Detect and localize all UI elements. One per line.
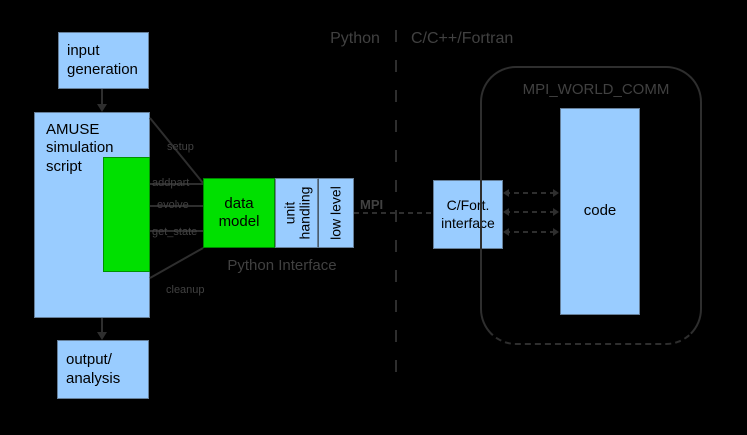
call-line-evolve: [150, 205, 203, 207]
code-box: code: [560, 108, 640, 315]
mpi-label: MPI: [360, 197, 384, 212]
arrow-right-icon: [553, 189, 559, 197]
language-boundary-dashed-line: [395, 30, 397, 380]
amuse-script-label: AMUSE simulation script: [46, 121, 114, 175]
call-label-setup: setup: [167, 141, 194, 153]
input-generation-label: input generation: [67, 42, 138, 78]
low-level-box: low level: [318, 178, 354, 248]
data-model-label: data model: [218, 194, 260, 230]
mpi-comm-arrow-line: [505, 211, 558, 213]
c-fort-interface-label: C/Fort. interface: [441, 197, 495, 231]
amuse-script-box: AMUSE simulation script: [34, 112, 150, 318]
unit-handling-box: unit handling: [275, 178, 318, 248]
arrow-left-icon: [503, 189, 509, 197]
c-fortran-column-header: C/C++/Fortran: [411, 30, 514, 47]
code-label: code: [583, 202, 617, 220]
unit-handling-label: unit handling: [280, 186, 312, 240]
mpi-world-comm-label: MPI_WORLD_COMM: [522, 81, 670, 98]
arrow-right-icon: [553, 228, 559, 236]
data-model-box: data model: [203, 178, 275, 248]
arrow-down-icon: [97, 332, 107, 340]
python-column-header: Python: [330, 30, 380, 47]
script-interface-green-region: [103, 157, 150, 272]
arrow-left-icon: [503, 228, 509, 236]
arrow-left-icon: [503, 208, 509, 216]
call-line-addpart: [150, 183, 203, 185]
call-label-evolve: evolve: [157, 199, 189, 211]
arrow-input-to-script-line: [101, 89, 103, 107]
mpi-dashed-link-line: [354, 212, 433, 214]
call-label-cleanup: cleanup: [166, 284, 205, 296]
arrow-script-to-output-line: [101, 318, 103, 335]
output-analysis-box: output/ analysis: [57, 340, 149, 399]
call-line-get-state: [150, 230, 203, 232]
call-label-addpart: addpart: [152, 177, 190, 189]
output-analysis-label: output/ analysis: [66, 351, 121, 387]
arrow-right-icon: [553, 208, 559, 216]
low-level-label: low level: [327, 186, 344, 240]
python-interface-label: Python Interface: [227, 257, 337, 274]
call-line-cleanup: [149, 247, 204, 279]
mpi-comm-arrow-line: [505, 231, 558, 233]
mpi-comm-arrow-line: [505, 192, 558, 194]
arrow-down-icon: [97, 104, 107, 112]
c-fort-interface-box: C/Fort. interface: [433, 180, 503, 249]
input-generation-box: input generation: [58, 32, 149, 89]
call-label-get-state: get_state: [152, 226, 198, 238]
